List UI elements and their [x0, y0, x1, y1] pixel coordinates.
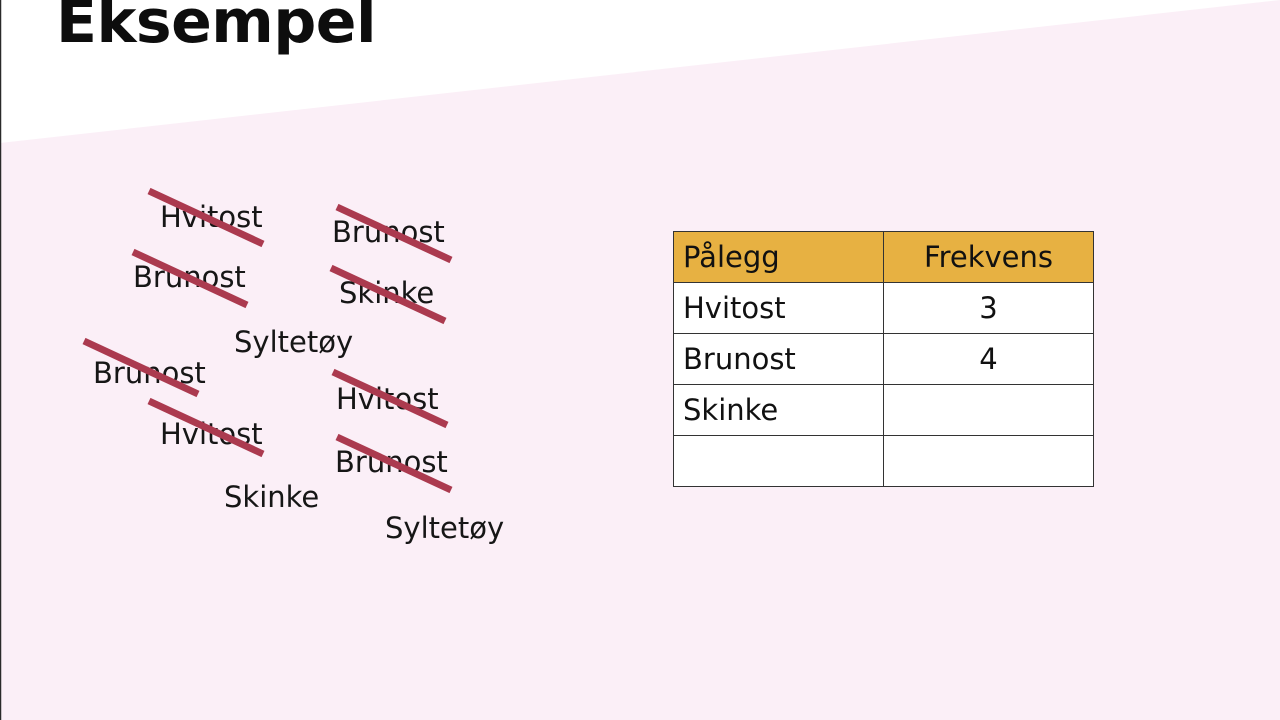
- table-cell-palegg: Skinke: [673, 384, 884, 436]
- slide-title: Eksempel: [56, 0, 377, 57]
- table-cell-frekvens: [883, 384, 1094, 436]
- word-hvitost-2: Hvitost: [336, 382, 439, 416]
- word-brunost-1: Brunost: [332, 215, 445, 249]
- white-header-band: [0, 0, 1280, 143]
- table-row: Skinke: [673, 384, 1094, 436]
- word-skinke-1: Skinke: [339, 276, 435, 310]
- frequency-table: Pålegg Frekvens Hvitost 3 Brunost 4 Skin…: [673, 231, 1094, 487]
- table-cell-palegg: Brunost: [673, 333, 884, 385]
- table-cell-palegg: Hvitost: [673, 282, 884, 334]
- table-row: Hvitost 3: [673, 282, 1094, 334]
- word-skinke-2: Skinke: [224, 480, 320, 514]
- word-hvitost-3: Hvitost: [160, 417, 263, 451]
- word-syltetoy-2: Syltetøy: [385, 511, 505, 545]
- table-cell-frekvens: [883, 435, 1094, 487]
- table-header-row: Pålegg Frekvens: [673, 231, 1094, 283]
- word-brunost-3: Brunost: [93, 356, 206, 390]
- word-brunost-2: Brunost: [133, 260, 246, 294]
- column-header-frekvens: Frekvens: [883, 231, 1094, 283]
- word-brunost-4: Brunost: [335, 445, 448, 479]
- table-cell-palegg: [673, 435, 884, 487]
- word-hvitost-1: Hvitost: [160, 200, 263, 234]
- column-header-palegg: Pålegg: [673, 231, 884, 283]
- table-cell-frekvens: 4: [883, 333, 1094, 385]
- word-syltetoy-1: Syltetøy: [234, 325, 354, 359]
- table-cell-frekvens: 3: [883, 282, 1094, 334]
- table-row: [673, 435, 1094, 487]
- table-row: Brunost 4: [673, 333, 1094, 385]
